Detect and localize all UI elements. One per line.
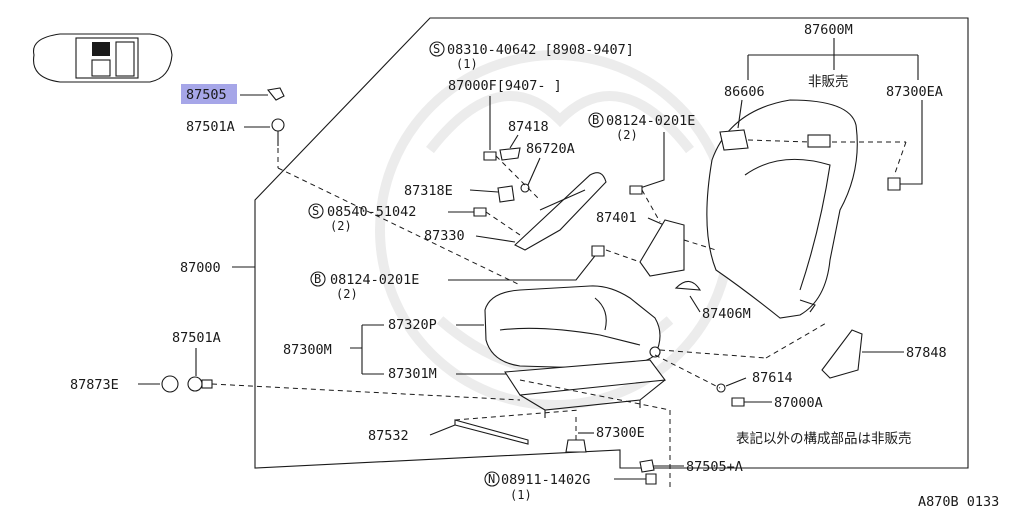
prefix-n: N <box>488 472 495 486</box>
callout-87848[interactable]: 87848 <box>906 345 947 361</box>
callout-n08911[interactable]: N 08911-1402G (1) <box>484 471 590 502</box>
callout-87600M[interactable]: 87600M <box>804 22 853 38</box>
callout-s08310[interactable]: S 08310-40642 [8908-9407] (1) <box>429 41 634 71</box>
nut-87318E-part <box>497 185 515 203</box>
assembly-frame <box>254 17 969 469</box>
b08124-top-qty: (2) <box>616 128 638 142</box>
bracket-87401-part <box>639 219 685 277</box>
clip-87505A-part <box>639 459 655 473</box>
b08124-top-label: 08124-0201E <box>606 113 695 129</box>
callout-87406M[interactable]: 87406M <box>702 306 751 322</box>
bolt-87501A-part <box>271 118 285 146</box>
callout-87505[interactable]: 87505 <box>186 87 227 103</box>
s08540-qty: (2) <box>330 219 352 233</box>
callout-87501A-top[interactable]: 87501A <box>186 119 235 135</box>
callout-b08124-top[interactable]: B 08124-0201E (2) <box>588 112 695 142</box>
callout-87505A[interactable]: 87505+A <box>686 459 743 475</box>
washer-87614-part <box>716 383 726 393</box>
n08911-qty: (1) <box>510 488 532 502</box>
callout-87401[interactable]: 87401 <box>596 210 637 226</box>
callout-87532[interactable]: 87532 <box>368 428 409 444</box>
callout-87300E[interactable]: 87300E <box>596 425 645 441</box>
callout-b08124-mid[interactable]: B 08124-0201E (2) <box>310 271 419 301</box>
seat-rail-87301M-part <box>504 346 667 418</box>
b08124-mid-label: 08124-0201E <box>330 272 419 288</box>
plate-87848-part <box>821 329 863 379</box>
callout-87300M[interactable]: 87300M <box>283 342 332 358</box>
bolt-87000A-part <box>731 397 745 407</box>
callout-87320P[interactable]: 87320P <box>388 317 437 333</box>
seat-back-87600M-part <box>706 99 858 319</box>
highlight-87505 <box>181 84 237 104</box>
callout-87330[interactable]: 87330 <box>424 228 465 244</box>
knob-87300E-part <box>565 439 587 453</box>
callout-87000A[interactable]: 87000A <box>774 395 823 411</box>
prefix-b: B <box>592 113 599 127</box>
bolt-08124-top-part <box>629 185 643 195</box>
prefix-s: S <box>433 42 440 56</box>
n08911-label: 08911-1402G <box>501 472 590 488</box>
vehicle-locator-icon <box>32 33 173 83</box>
callout-87318E[interactable]: 87318E <box>404 183 453 199</box>
callout-87301M[interactable]: 87301M <box>388 366 437 382</box>
s08310-label: 08310-40642 [8908-9407] <box>447 42 634 58</box>
bolt-08124-mid-part <box>591 245 605 257</box>
cover-87406M-part <box>674 280 702 291</box>
s08540-label: 08540-51042 <box>327 204 416 220</box>
callout-87300EA[interactable]: 87300EA <box>886 84 943 100</box>
callout-87418[interactable]: 87418 <box>508 119 549 135</box>
bolt-08911-part <box>645 473 657 485</box>
label-not-sold: 非販売 <box>808 74 849 90</box>
note-not-sold-components: 表記以外の構成部品は非販売 <box>736 430 912 447</box>
callout-87614[interactable]: 87614 <box>752 370 793 386</box>
plate-87418-part <box>499 147 521 161</box>
callout-87873E[interactable]: 87873E <box>70 377 119 393</box>
washer-86720A-part <box>520 183 530 193</box>
screw-87000F-part <box>483 151 497 161</box>
s08310-qty: (1) <box>456 57 478 71</box>
seat-cushion-87320P-part <box>484 285 661 369</box>
cap-87300EA-part <box>887 177 901 191</box>
b08124-mid-qty: (2) <box>336 287 358 301</box>
prefix-b2: B <box>314 272 321 286</box>
seat-location-marker <box>92 42 110 56</box>
callout-87000[interactable]: 87000 <box>180 260 221 276</box>
screw-08540-part <box>473 207 487 217</box>
prefix-s2: S <box>312 204 319 218</box>
diagram-code: A870B 0133 <box>918 494 999 510</box>
callout-87501A-left[interactable]: 87501A <box>172 330 221 346</box>
callout-87000F[interactable]: 87000F[9407- ] <box>448 78 562 94</box>
rod-87532-part <box>454 419 529 445</box>
callout-86720A[interactable]: 86720A <box>526 141 575 157</box>
recliner-87330-part <box>514 172 607 251</box>
callout-s08540[interactable]: S 08540-51042 (2) <box>308 203 416 233</box>
nut-87873E-part <box>161 375 213 393</box>
callout-86606[interactable]: 86606 <box>724 84 765 100</box>
clip-87505-part <box>266 87 285 101</box>
bezel-86606-part <box>719 129 749 151</box>
